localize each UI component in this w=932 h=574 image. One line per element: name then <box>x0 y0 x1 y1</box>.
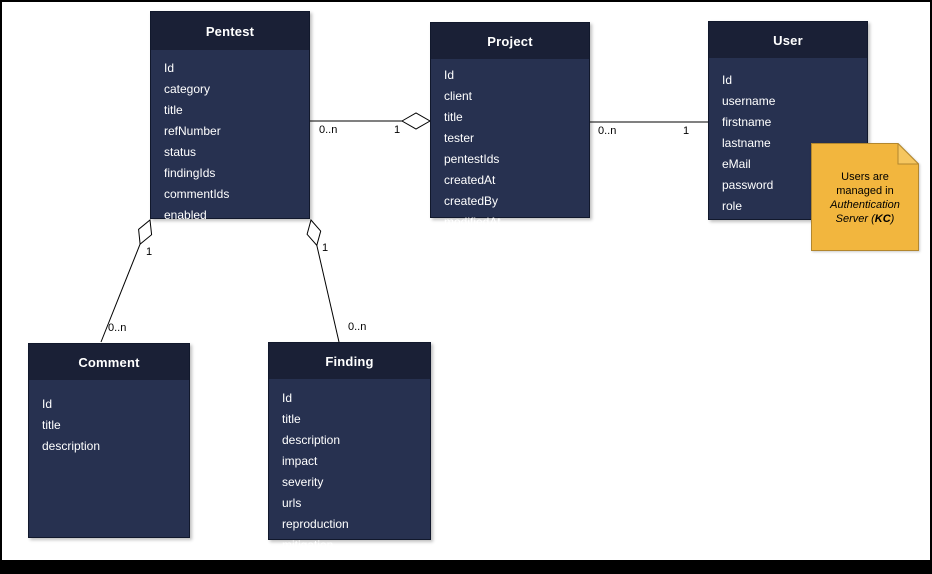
entity-field: title <box>42 418 61 432</box>
entity-field: client <box>444 89 473 103</box>
entity-field: tester <box>444 131 475 145</box>
entity-fields: Id username firstname lastname eMail password… <box>709 58 867 217</box>
entity-field: username <box>722 94 776 108</box>
entity-field: title <box>164 103 183 117</box>
note-fold-corner <box>897 143 919 165</box>
connector-pentest-finding[interactable] <box>306 218 340 343</box>
multiplicity-label: 0..n <box>348 321 367 333</box>
aggregation-diamond <box>306 218 322 247</box>
note-text-plain: Users are managed in <box>836 171 894 197</box>
multiplicity-label: 0..n <box>319 124 338 136</box>
note-text-kc: (KC) <box>871 213 895 225</box>
entity-field: firstname <box>722 115 772 129</box>
entity-title: User <box>709 22 867 58</box>
entity-field: findingIds <box>164 166 216 180</box>
entity-fields: Id title description <box>29 380 189 457</box>
entity-field: Id <box>164 61 175 75</box>
entity-field: mitigation <box>282 538 334 552</box>
entity-field: lastname <box>722 136 771 150</box>
entity-field: status <box>164 145 197 159</box>
entity-field: Id <box>444 68 455 82</box>
multiplicity-label: 1 <box>322 242 329 254</box>
entity-field: Id <box>42 397 53 411</box>
multiplicity-label: 1 <box>394 124 401 136</box>
multiplicity-label: 0..n <box>108 322 127 334</box>
entity-title: Pentest <box>151 12 309 50</box>
entity-fields: Id client title tester pentestIds createdAt cr… <box>431 59 589 233</box>
entity-field: title <box>282 412 301 426</box>
entity-field: reproduction <box>282 517 349 531</box>
entity-field: refNumber <box>164 124 221 138</box>
entity-pentest[interactable]: Pentest Id category title refNumber status fi… <box>150 11 310 222</box>
entity-field: eMail <box>722 157 751 171</box>
entity-field: category <box>164 82 211 96</box>
entity-field: title <box>444 110 463 124</box>
entity-fields: Id title description impact severity urls repr… <box>269 379 430 556</box>
aggregation-diamond <box>138 219 153 246</box>
entity-title: Comment <box>29 344 189 380</box>
entity-field: password <box>722 178 774 192</box>
entity-field: createdAt <box>444 173 496 187</box>
entity-field: enabled <box>164 208 207 222</box>
entity-comment[interactable]: Comment Id title description <box>28 343 190 538</box>
bottom-bar <box>0 560 932 574</box>
note-text-emphasis: Authentication Server <box>830 199 900 225</box>
multiplicity-label: 0..n <box>598 125 617 137</box>
multiplicity-label: 1 <box>683 125 690 137</box>
multiplicity-label: 1 <box>146 246 153 258</box>
entity-title: Project <box>431 23 589 59</box>
entity-field: createdBy <box>444 194 499 208</box>
entity-project[interactable]: Project Id client title tester pentestIds cre… <box>430 22 590 229</box>
entity-field: commentIds <box>164 187 230 201</box>
sticky-note-shape <box>811 143 919 251</box>
entity-field: role <box>722 199 743 213</box>
connector-pentest-comment[interactable] <box>100 219 153 343</box>
entity-field: Id <box>722 73 733 87</box>
sticky-note-text: Users are managed in Authentication Serv… <box>817 170 913 226</box>
entity-field: severity <box>282 475 324 489</box>
entity-field: impact <box>282 454 318 468</box>
entity-field: description <box>282 433 341 447</box>
entity-field: urls <box>282 496 302 510</box>
entity-field: modifiedAt <box>444 215 501 229</box>
entity-field: Id <box>282 391 293 405</box>
entity-finding[interactable]: Finding Id title description impact severity… <box>268 342 431 552</box>
entity-field: description <box>42 439 101 453</box>
entity-field: pentestIds <box>444 152 500 166</box>
aggregation-diamond <box>400 112 432 130</box>
sticky-note[interactable]: Users are managed in Authentication Serv… <box>811 143 919 251</box>
entity-title: Finding <box>269 343 430 379</box>
entity-fields: Id category title refNumber status findingIds… <box>151 50 309 226</box>
